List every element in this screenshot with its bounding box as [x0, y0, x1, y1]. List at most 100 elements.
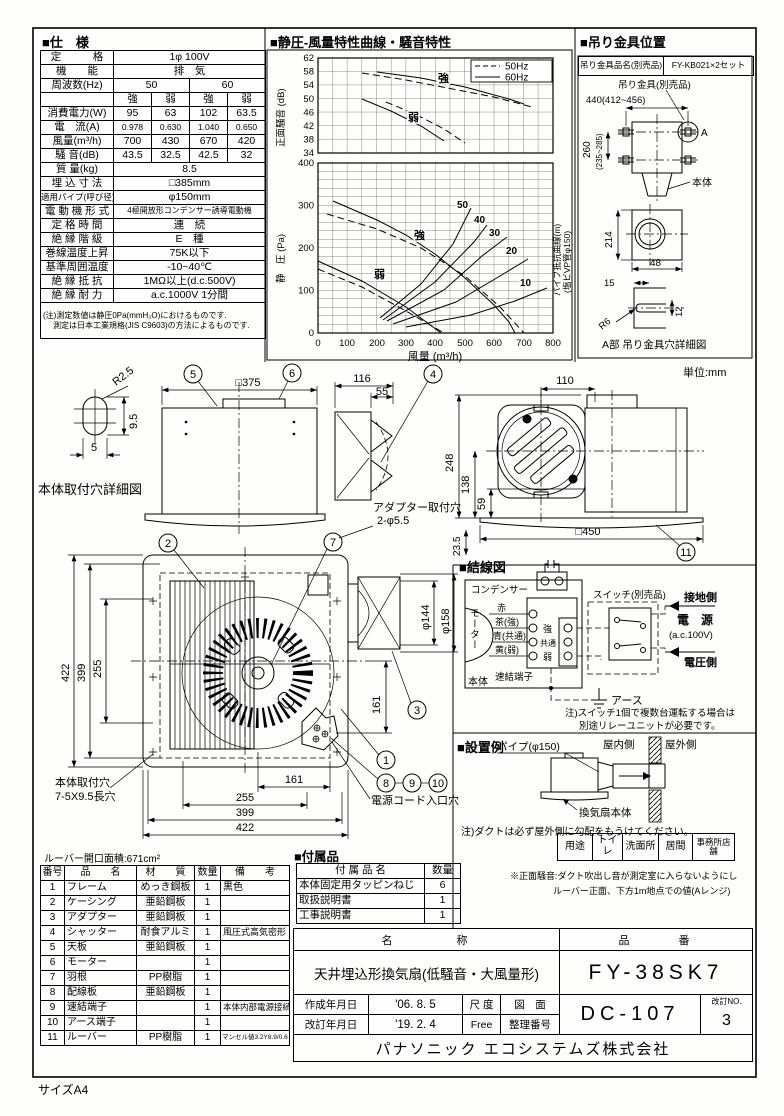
spec-value: 50 — [113, 78, 190, 93]
spec-value: 63.5 — [226, 106, 267, 121]
noise-ytick: 34 — [303, 148, 314, 159]
cell: 1 — [194, 925, 221, 941]
press-weak-label: 弱 — [374, 268, 385, 281]
quick-terminal-label: 速結端子 — [495, 671, 534, 683]
hanger-bracket-label: 吊り金具(別売品) — [618, 79, 691, 91]
cell: 天板 — [64, 940, 137, 956]
mount-hole-detail: R2.5 9.5 5 本体取付穴詳細図 — [38, 365, 142, 497]
pipe-label-30: 30 — [489, 228, 501, 239]
cell: 取扱説明書 — [296, 893, 425, 909]
cell: 1 — [194, 970, 221, 986]
dim-r2-5: R2.5 — [110, 365, 136, 389]
spec-label: 機 能 — [40, 64, 114, 79]
cell: マンセル値3.2Y8.9/0.6 — [220, 1030, 290, 1046]
spec-label: 基準周囲温度 — [40, 260, 114, 275]
wire-yellow: 黄(弱) — [495, 644, 519, 655]
svg-text:7: 7 — [330, 537, 336, 549]
spec-value: 強 — [113, 92, 152, 107]
noise-strong-label: 強 — [438, 71, 449, 85]
balloon-11: 11 — [655, 524, 696, 562]
cell: 1 — [194, 985, 221, 1001]
spec-value: 60 — [188, 78, 267, 93]
svg-text:5: 5 — [190, 369, 196, 381]
body-label: 本体 — [692, 176, 712, 189]
spec-label: 絶 縁 耐 力 — [40, 288, 114, 303]
indoor-label: 屋内側 — [603, 738, 635, 751]
spec-label: 定 格 — [40, 50, 114, 65]
cell: 亜鉛鋼板 — [136, 895, 195, 911]
cord-entry-label: 電源コード入口穴 — [371, 793, 459, 807]
spec-value: 強 — [189, 92, 228, 107]
cell: 7 — [40, 970, 65, 986]
noise-strong-50hz-curve — [361, 72, 533, 108]
spec-value: 75K以下 — [112, 246, 267, 261]
xtick: 800 — [545, 338, 561, 349]
xtick: 0 — [315, 338, 320, 349]
spec-value: 63 — [151, 106, 190, 121]
terminal-strong: 強 — [543, 623, 552, 634]
svg-text:10: 10 — [432, 778, 444, 790]
cell — [136, 1000, 195, 1016]
cell: 1 — [194, 895, 221, 911]
spec-value: 弱 — [226, 92, 267, 107]
capacitor-label: コンデンサー — [471, 584, 528, 596]
cell: 風圧式高気密形 — [220, 925, 290, 941]
cell: 本体内部電源接続 — [220, 1000, 290, 1016]
dim-59: 59 — [476, 498, 488, 510]
xtick: 600 — [486, 338, 502, 349]
cell: 2 — [40, 895, 65, 911]
cell: 亜鉛鋼板 — [136, 910, 195, 926]
noise-weak-50hz-curve — [385, 101, 466, 144]
parts-header: 備 考 — [220, 865, 290, 881]
unit-label: 単位:mm — [683, 365, 726, 379]
spec-note-line1: (注)測定数値は静圧0Pa(mmH₂O)におけるものです. — [43, 310, 227, 320]
balloon-1: 1 — [340, 708, 396, 770]
spec-value: 0.650 — [226, 120, 267, 135]
pipe-label-20: 20 — [506, 246, 518, 257]
cell: 1 — [194, 910, 221, 926]
spec-label: 巻線温度上昇 — [40, 246, 114, 261]
noise-weak-label: 弱 — [408, 111, 419, 124]
spec-value: 32.5 — [151, 148, 190, 163]
spec-value: 0.978 — [113, 120, 152, 135]
pipe-axis-label1: パイプ抵抗曲線(m) — [552, 224, 562, 296]
dim-55: 55 — [376, 386, 388, 398]
spec-value: E 種 — [112, 232, 267, 247]
cell: 1 — [194, 1015, 221, 1031]
pipe-label-50: 50 — [457, 200, 469, 211]
legend-60hz: 60Hz — [505, 73, 528, 84]
dim-110: 110 — [556, 375, 574, 387]
acc-header: 数量 — [424, 863, 461, 879]
cell: 8 — [40, 985, 65, 1001]
svg-text:9: 9 — [409, 778, 415, 790]
fan-blades — [507, 417, 575, 484]
scale-label: 尺 度 — [462, 994, 501, 1015]
spec-value: 670 — [189, 134, 228, 149]
spec-label: 適用パイプ(呼び径) — [40, 190, 114, 205]
doc-number: DC-107 — [559, 994, 701, 1035]
dim-248: 248 — [444, 454, 456, 472]
hanger-title: ■吊り金具位置 — [580, 35, 666, 50]
cell: めっき鋼板 — [136, 880, 195, 896]
dimension-drawings: R2.5 9.5 5 本体取付穴詳細図 □375 116 55 アダプター取付穴 — [38, 363, 726, 839]
cell: ルーバー — [64, 1030, 137, 1046]
noise-ytick: 46 — [303, 107, 314, 118]
cell: フレーム — [64, 880, 137, 896]
press-ytick: 200 — [298, 243, 314, 254]
sheet-size-label: サイズA4 — [38, 1083, 89, 1097]
scale-value: Free — [462, 1014, 501, 1035]
cell: 本体固定用タッピンねじ — [296, 878, 425, 894]
dim-12: 12 — [674, 306, 685, 317]
spec-value: 0.630 — [151, 120, 190, 135]
spec-value: 95 — [113, 106, 152, 121]
spec-label: 騒 音(dB) — [40, 148, 114, 163]
press-ytick: 300 — [298, 201, 314, 212]
spec-value: φ150mm — [112, 190, 267, 205]
power-label: 電 源 — [677, 612, 713, 627]
spec-label: 埋 込 寸 法 — [40, 176, 114, 191]
spec-value: 1.040 — [189, 120, 228, 135]
